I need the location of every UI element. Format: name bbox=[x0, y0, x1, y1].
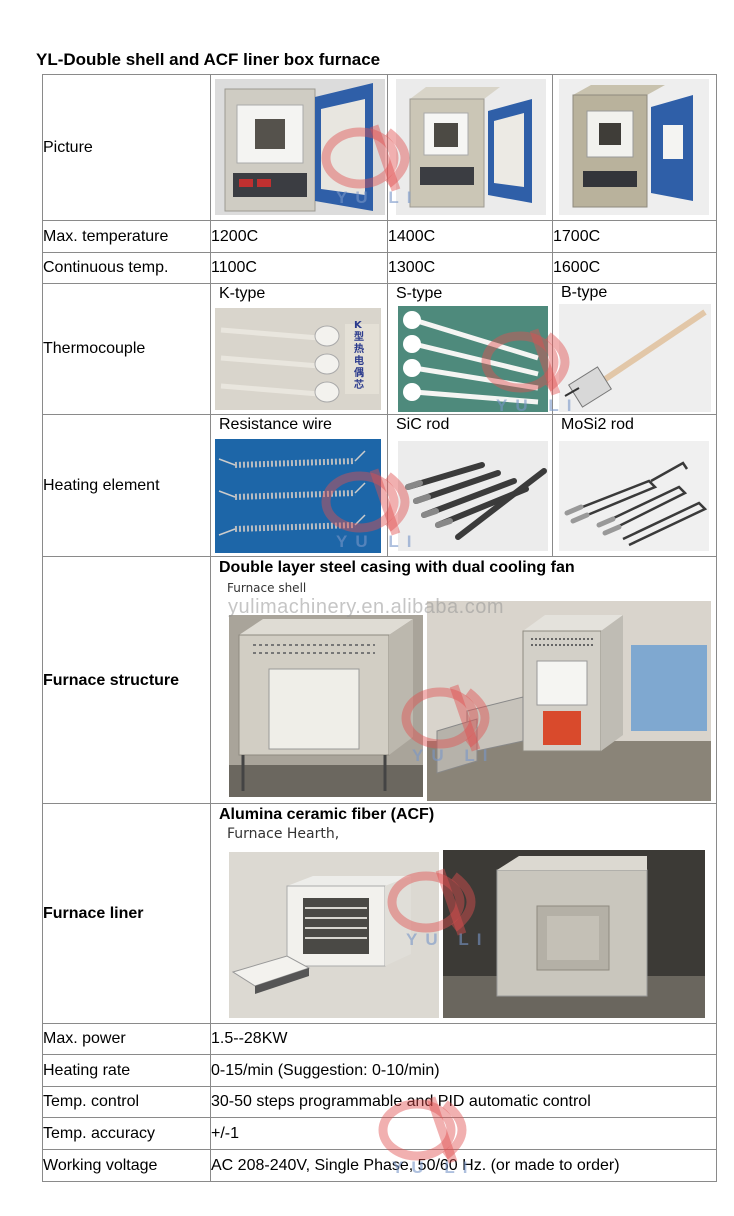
resistance-wire-label: Resistance wire bbox=[219, 416, 332, 433]
sic-rod-photo bbox=[398, 441, 548, 551]
label-max-temperature: Max. temperature bbox=[42, 220, 211, 253]
thermocouple-s: S-type bbox=[387, 283, 553, 415]
picture-1700c bbox=[552, 74, 717, 221]
row-furnace-liner: Furnace liner Alumina ceramic fiber (ACF… bbox=[42, 803, 717, 1024]
row-heating-rate: Heating rate 0-15/min (Suggestion: 0-10/… bbox=[42, 1054, 717, 1087]
mosi2-rod-label: MoSi2 rod bbox=[561, 416, 634, 433]
sic-rod-label: SiC rod bbox=[396, 416, 450, 433]
acf-hearth-photo bbox=[229, 852, 439, 1018]
row-temp-accuracy: Temp. accuracy +/-1 bbox=[42, 1117, 717, 1150]
furnace-shell-photo bbox=[229, 615, 423, 797]
label-temp-control: Temp. control bbox=[42, 1086, 211, 1118]
furnace-liner-headline: Alumina ceramic fiber (ACF) bbox=[219, 806, 435, 823]
heating-element-mosi2: MoSi2 rod bbox=[552, 414, 717, 557]
max-temp-3: 1700C bbox=[552, 220, 717, 253]
furnace-assembly-photo bbox=[427, 601, 711, 801]
k-type-tag-text: K型热电偶芯 bbox=[354, 320, 364, 391]
furnace-1700c-photo bbox=[559, 79, 709, 215]
furnace-shell-note: Furnace shell bbox=[227, 581, 307, 595]
working-voltage-value: AC 208-240V, Single Phase, 50/60 Hz. (or… bbox=[210, 1149, 717, 1182]
temp-control-value: 30-50 steps programmable and PID automat… bbox=[210, 1086, 717, 1118]
label-picture: Picture bbox=[42, 74, 211, 221]
cont-temp-1: 1100C bbox=[210, 252, 388, 284]
label-furnace-liner: Furnace liner bbox=[42, 803, 211, 1024]
thermocouple-b: B-type bbox=[552, 283, 717, 415]
yuli-brand-watermark-3: YU LI bbox=[336, 532, 420, 551]
label-furnace-structure: Furnace structure bbox=[42, 556, 211, 804]
thermocouple-k: K-type K型热电偶芯 bbox=[210, 283, 388, 415]
spec-table: Picture bbox=[42, 74, 717, 1182]
max-temp-1: 1200C bbox=[210, 220, 388, 253]
k-type-thermocouple-photo bbox=[215, 308, 381, 410]
furnace-hearth-note: Furnace Hearth, bbox=[227, 826, 340, 842]
heating-element-wire: Resistance wire bbox=[210, 414, 388, 557]
row-picture: Picture bbox=[42, 74, 717, 221]
max-power-value: 1.5--28KW bbox=[210, 1023, 717, 1055]
label-heating-element: Heating element bbox=[42, 414, 211, 557]
label-heating-rate: Heating rate bbox=[42, 1054, 211, 1087]
furnace-liner-content: Alumina ceramic fiber (ACF) Furnace Hear… bbox=[210, 803, 717, 1024]
picture-1200c bbox=[210, 74, 388, 221]
row-furnace-structure: Furnace structure Double layer steel cas… bbox=[42, 556, 717, 804]
thermocouple-b-label: B-type bbox=[561, 284, 608, 301]
yuli-brand-watermark-5: YU LI bbox=[406, 930, 490, 949]
s-type-thermocouple-photo bbox=[398, 306, 548, 412]
yuli-brand-watermark-1: YU LI bbox=[336, 188, 420, 207]
temp-accuracy-value: +/-1 bbox=[210, 1117, 717, 1150]
yuli-brand-watermark-4: YU LI bbox=[412, 746, 496, 765]
row-max-temperature: Max. temperature 1200C 1400C 1700C bbox=[42, 220, 717, 253]
label-thermocouple: Thermocouple bbox=[42, 283, 211, 415]
row-heating-element: Heating element Resistance wire bbox=[42, 414, 717, 557]
yuli-brand-watermark-2: YU LI bbox=[496, 396, 580, 415]
yuli-brand-watermark-6: YU LI bbox=[392, 1158, 476, 1177]
cont-temp-2: 1300C bbox=[387, 252, 553, 284]
label-working-voltage: Working voltage bbox=[42, 1149, 211, 1182]
page-title: YL-Double shell and ACF liner box furnac… bbox=[36, 50, 381, 69]
site-url-watermark: yulimachinery.en.alibaba.com bbox=[228, 596, 504, 618]
cont-temp-3: 1600C bbox=[552, 252, 717, 284]
acf-chamber-photo bbox=[443, 850, 705, 1018]
b-type-thermocouple-photo bbox=[559, 304, 711, 412]
furnace-structure-headline: Double layer steel casing with dual cool… bbox=[219, 559, 575, 576]
row-temp-control: Temp. control 30-50 steps programmable a… bbox=[42, 1086, 717, 1118]
label-max-power: Max. power bbox=[42, 1023, 211, 1055]
row-max-power: Max. power 1.5--28KW bbox=[42, 1023, 717, 1055]
thermocouple-s-label: S-type bbox=[396, 285, 443, 302]
furnace-1400c-photo bbox=[396, 79, 546, 215]
label-temp-accuracy: Temp. accuracy bbox=[42, 1117, 211, 1150]
mosi2-rod-photo bbox=[559, 441, 709, 551]
row-continuous-temp: Continuous temp. 1100C 1300C 1600C bbox=[42, 252, 717, 284]
heating-rate-value: 0-15/min (Suggestion: 0-10/min) bbox=[210, 1054, 717, 1087]
thermocouple-k-label: K-type bbox=[219, 285, 266, 302]
label-continuous-temp: Continuous temp. bbox=[42, 252, 211, 284]
furnace-1200c-photo bbox=[215, 79, 385, 215]
heating-element-sic: SiC rod bbox=[387, 414, 553, 557]
max-temp-2: 1400C bbox=[387, 220, 553, 253]
picture-1400c bbox=[387, 74, 553, 221]
row-thermocouple: Thermocouple K-type K型热电偶芯 bbox=[42, 283, 717, 415]
resistance-wire-photo bbox=[215, 439, 381, 553]
furnace-structure-content: Double layer steel casing with dual cool… bbox=[210, 556, 717, 804]
row-working-voltage: Working voltage AC 208-240V, Single Phas… bbox=[42, 1149, 717, 1182]
